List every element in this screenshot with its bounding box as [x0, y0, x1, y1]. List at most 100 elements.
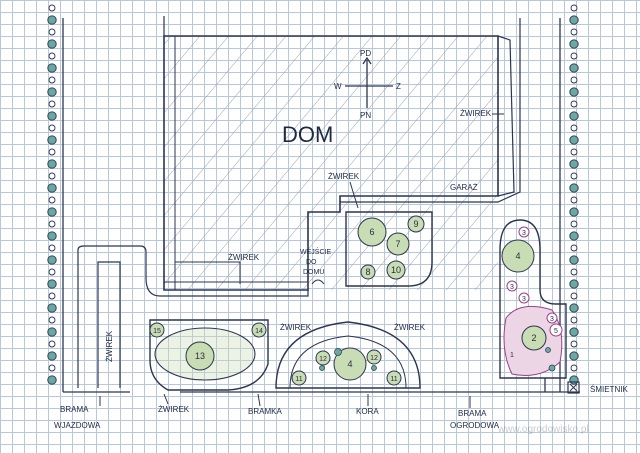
hedge-shrub: [47, 327, 57, 337]
hedge-shrub: [48, 220, 56, 228]
plant-number-p3a: 3: [522, 230, 526, 237]
plant-number-p3b: 3: [510, 284, 514, 291]
compass-north: PD: [360, 49, 371, 58]
hedge-shrub: [47, 351, 57, 361]
hedge-shrub: [570, 172, 578, 180]
hedge-shrub: [569, 279, 579, 289]
hedge-shrub: [48, 292, 56, 300]
small-plant: [548, 364, 556, 372]
plant-number-p3c: 3: [522, 296, 526, 303]
hedge-shrub: [47, 135, 57, 145]
hedge-row-right: [569, 4, 579, 385]
hedge-shrub: [48, 268, 56, 276]
hedge-shrub: [570, 316, 578, 324]
plant-number-p8: 8: [365, 267, 370, 277]
hedge-shrub: [47, 255, 57, 265]
entrance-arc: [311, 279, 325, 285]
plant-number-p15: 15: [153, 328, 161, 335]
plant-number-p4a: 4: [515, 251, 520, 261]
hedge-shrub: [570, 4, 578, 12]
hedge-shrub: [569, 111, 579, 121]
hedge-shrub: [48, 52, 56, 60]
bins-icon: [567, 381, 580, 394]
plant-marker-p3d: [546, 312, 558, 324]
compass-east: Z: [396, 82, 401, 91]
gravel-top-arrow: [349, 181, 359, 209]
hedge-shrub: [47, 231, 57, 241]
plant-number-p9: 9: [413, 219, 418, 229]
gate-drive-label-1: BRAMA: [60, 405, 89, 414]
plant-number-p4b: 4: [347, 359, 352, 369]
shrub-p10: [386, 260, 406, 280]
garage-label: GARAŻ: [450, 183, 478, 192]
small-plant: [319, 365, 325, 371]
watermark: www.ogrodowisko.pl: [497, 424, 589, 435]
plant-number-p7: 7: [395, 239, 400, 249]
bins-cross: [569, 383, 578, 392]
house: [163, 16, 515, 291]
plant-number-p2: 2: [531, 333, 536, 343]
hedge-shrub: [48, 148, 56, 156]
plant-number-p11a: 11: [295, 376, 302, 383]
plant-number-p10: 10: [391, 265, 401, 275]
plant-number-p6: 6: [369, 227, 374, 237]
entrance-label-3: DOMU: [303, 269, 324, 276]
hedge-shrub: [47, 87, 57, 97]
plant-marker-p12a: [315, 350, 331, 366]
hedge-shrub: [569, 15, 579, 25]
plant-marker-p3c: [518, 292, 530, 304]
hedge-shrub: [48, 4, 56, 12]
bottom-arrows: [99, 393, 471, 408]
plant-number-p14: 14: [255, 328, 263, 335]
hedge-shrub: [570, 100, 578, 108]
hedge-shrub: [48, 28, 56, 36]
compass-icon: [345, 56, 393, 108]
plant-marker-p11b: [386, 370, 402, 386]
gate-garden-label-1: BRAMA: [458, 409, 487, 418]
hedge-shrub: [569, 375, 579, 385]
hedge-shrub: [47, 63, 57, 73]
hedge-shrub: [47, 279, 57, 289]
plant-marker-p11a: [291, 370, 307, 386]
compass-west: W: [334, 82, 342, 91]
plant-number-p12b: 12: [370, 355, 378, 362]
hedge-shrub: [570, 76, 578, 84]
shrub-p6: [357, 217, 387, 247]
plant-number-p12a: 12: [319, 356, 327, 363]
hedge-shrub: [570, 292, 578, 300]
gravel-right-label: ŻWIREK: [460, 109, 492, 118]
small-plant: [545, 347, 551, 353]
gravel-left-label: ŻWIREK: [105, 330, 114, 362]
shrub-p9: [407, 215, 425, 233]
hedge-shrub: [569, 159, 579, 169]
hedge-shrub: [570, 268, 578, 276]
hedge-shrub: [570, 52, 578, 60]
hedge-shrub: [569, 183, 579, 193]
hedge-shrub: [48, 244, 56, 252]
hedge-shrub: [569, 327, 579, 337]
hedge-shrub: [48, 364, 56, 372]
hedge-shrub: [569, 63, 579, 73]
plant-marker-p15: [149, 322, 165, 338]
shrub-p8: [360, 264, 376, 280]
hedge-shrub: [47, 111, 57, 121]
hedge-shrub: [570, 124, 578, 132]
hedge-shrub: [570, 196, 578, 204]
hedge-shrub: [47, 159, 57, 169]
plant-marker-p5: [549, 323, 563, 337]
shrub-p7: [386, 232, 410, 256]
hedge-shrub: [570, 148, 578, 156]
gravel-bed13-label: ŻWIREK: [280, 323, 312, 332]
small-plant: [334, 348, 342, 356]
plant-number-p13: 13: [195, 351, 205, 361]
bed-right: [499, 219, 567, 379]
shrub-p2: [521, 325, 547, 351]
plant-marker-p14: [251, 322, 267, 338]
hedge-shrub: [569, 135, 579, 145]
hedge-shrub: [570, 340, 578, 348]
plant-number-p11b: 11: [390, 376, 397, 383]
hedge-shrub: [569, 255, 579, 265]
hedge-shrub: [569, 39, 579, 49]
gate-small-label: BRAMKA: [248, 407, 282, 416]
shrub-p4b: [333, 347, 367, 381]
